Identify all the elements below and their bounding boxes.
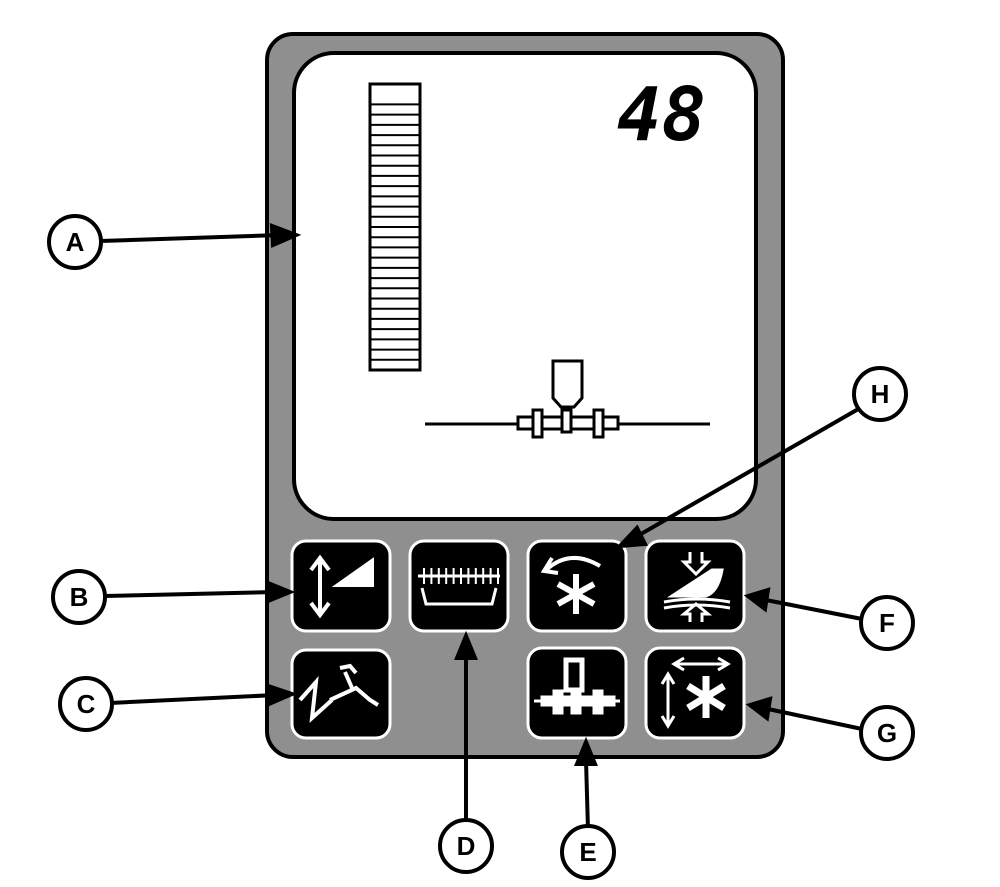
- reel-fore-aft-icon: [298, 663, 380, 724]
- callout-e-label: E: [579, 837, 596, 867]
- reel-fore-aft-button[interactable]: [290, 648, 392, 740]
- callout-a: A: [47, 214, 103, 270]
- callout-g: G: [859, 705, 915, 761]
- callout-e: E: [560, 824, 616, 880]
- callout-c: C: [58, 676, 114, 732]
- raise-lower-header-button[interactable]: [290, 539, 392, 633]
- cutterbar-icon: [418, 568, 500, 606]
- callout-g-label: G: [877, 718, 897, 748]
- feed-plate-button[interactable]: [644, 539, 746, 633]
- header-graphic-icon: [425, 359, 710, 439]
- callout-b: B: [51, 569, 107, 625]
- callout-d-label: D: [457, 831, 476, 861]
- callout-c-label: C: [77, 689, 96, 719]
- reel-position-icon: [660, 656, 731, 729]
- callout-h: H: [852, 366, 908, 422]
- callout-a-label: A: [66, 227, 85, 257]
- callout-f-label: F: [879, 608, 895, 638]
- feed-plate-icon: [663, 552, 731, 622]
- callout-b-label: B: [70, 582, 89, 612]
- leader-lines: [99, 223, 868, 831]
- callout-f: F: [859, 595, 915, 651]
- reel-position-button[interactable]: [644, 646, 746, 740]
- raise-lower-header-icon: [309, 554, 374, 619]
- level-bar-graph: [368, 82, 422, 372]
- header-float-button[interactable]: [526, 646, 628, 740]
- reel-speed-icon: [540, 556, 602, 614]
- cutterbar-button[interactable]: [408, 539, 510, 633]
- reel-speed-button[interactable]: [526, 539, 628, 633]
- header-float-icon: [534, 657, 620, 715]
- callout-d: D: [438, 818, 494, 874]
- numeric-readout: 48: [617, 72, 706, 158]
- callout-h-label: H: [871, 379, 890, 409]
